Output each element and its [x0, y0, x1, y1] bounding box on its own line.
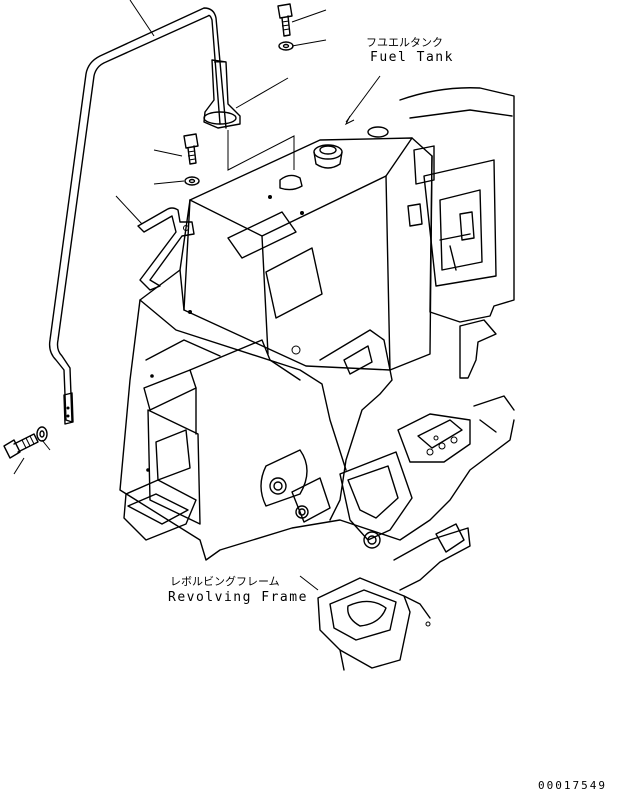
fuel-tank-label-jp: フユエルタンク — [366, 36, 443, 49]
washer-top — [278, 41, 294, 51]
frame-label-en: Revolving Frame — [168, 590, 308, 605]
washer-middle — [184, 176, 200, 186]
leader-lines — [13, 0, 381, 591]
drawing-number: 00017549 — [538, 779, 607, 792]
fuel-tank — [183, 126, 433, 371]
frame-outline-accents — [179, 199, 301, 381]
bolt-middle — [183, 133, 199, 165]
frame-label-jp: レボルビングフレーム — [170, 575, 280, 588]
handrail — [48, 7, 227, 425]
bolt-top — [277, 3, 293, 37]
washer-bottom — [36, 426, 48, 442]
bolt-bottom — [3, 433, 39, 459]
fuel-tank-label-en: Fuel Tank — [370, 50, 454, 65]
handrail-base-bracket — [203, 59, 241, 129]
revolving-frame — [119, 87, 515, 671]
